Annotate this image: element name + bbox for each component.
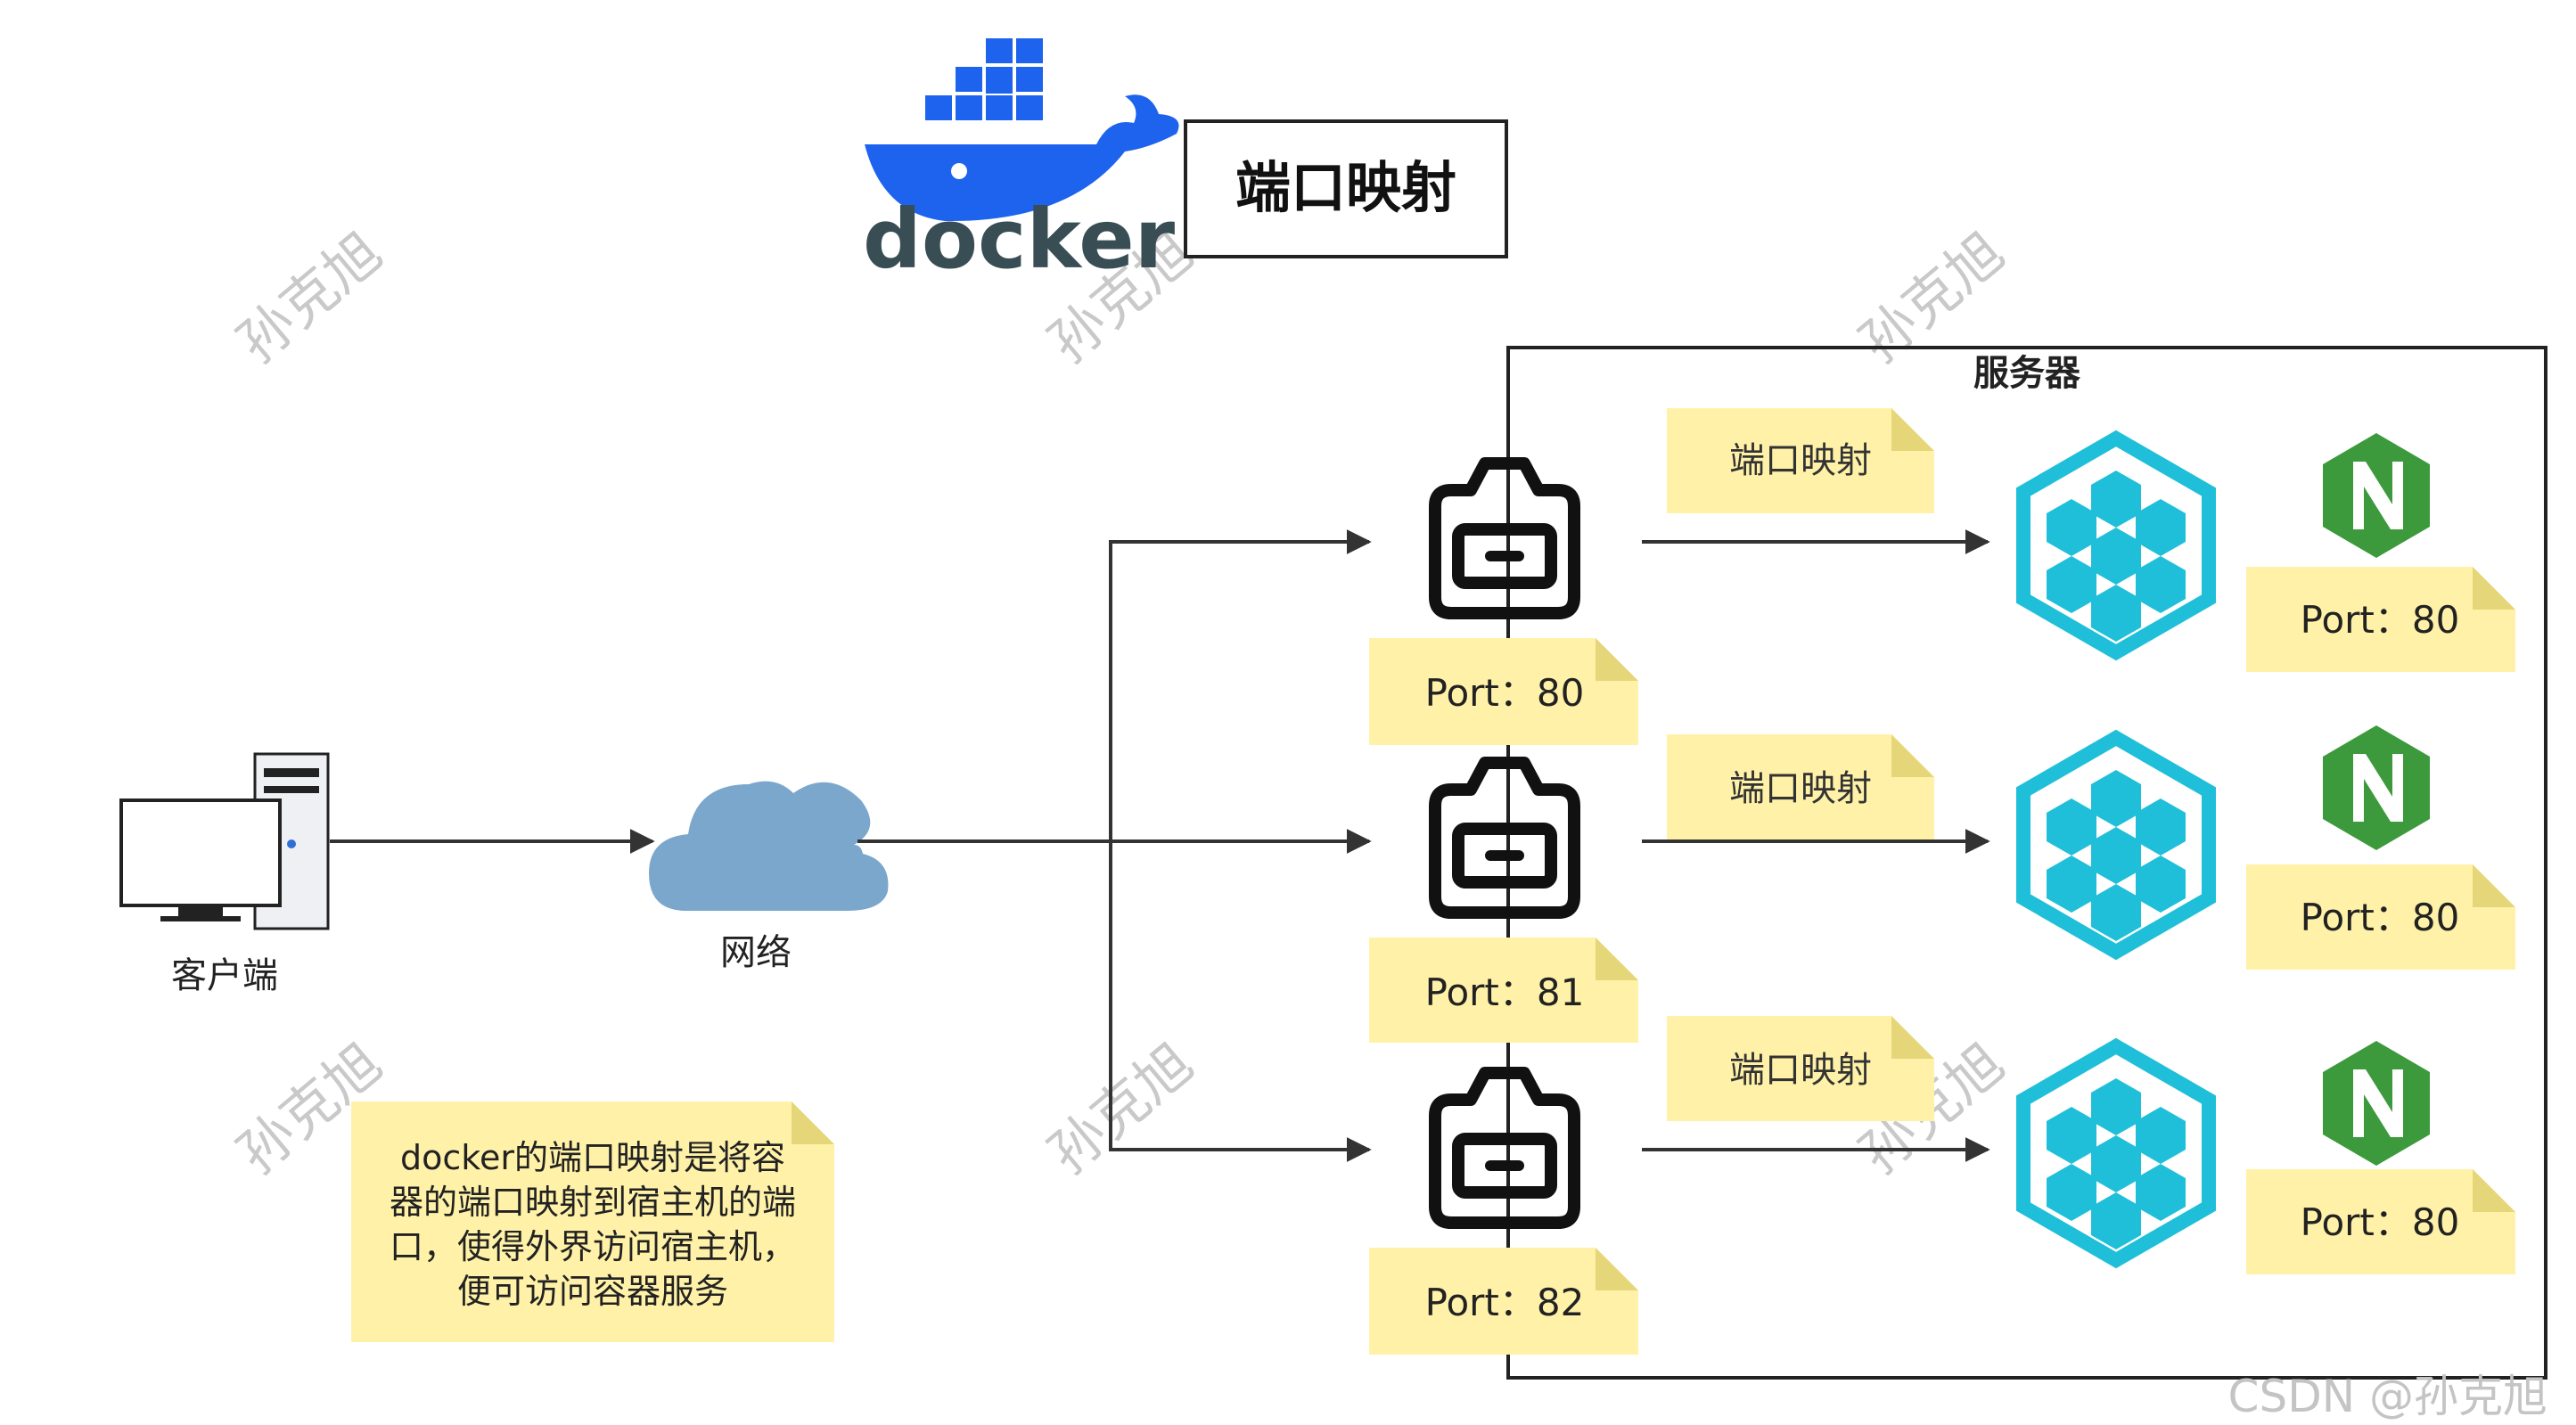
client-computer-icon bbox=[119, 752, 330, 930]
credit-text: CSDN @孙克旭 bbox=[2228, 1371, 2547, 1422]
container-port-1: Port：80 bbox=[2246, 567, 2515, 672]
host-port-icon bbox=[1435, 463, 1574, 613]
container-port-label: Port：80 bbox=[2301, 598, 2460, 642]
host-port-2: Port：81 bbox=[1369, 763, 1638, 1043]
server-box: 服务器 bbox=[1506, 346, 2547, 1380]
cloud-icon bbox=[649, 781, 889, 911]
host-port-icon bbox=[1435, 763, 1574, 913]
container-port-label: Port：80 bbox=[2301, 1200, 2460, 1244]
host-port-label: Port：80 bbox=[1425, 671, 1585, 715]
mapping-note-1: 端口映射 bbox=[1667, 408, 1934, 513]
note-line: 便可访问容器服务 bbox=[457, 1272, 728, 1311]
note-line: 器的端口映射到宿主机的端 bbox=[390, 1183, 796, 1222]
host-port-3: Port：82 bbox=[1369, 1073, 1638, 1355]
nginx-icon bbox=[2323, 433, 2430, 558]
network-to-port80-arrow bbox=[1109, 529, 1372, 841]
port-mapping-label: 端口映射 bbox=[1729, 1050, 1872, 1091]
port-mapping-label: 端口映射 bbox=[1729, 768, 1872, 809]
nginx-icon bbox=[2323, 725, 2430, 850]
watermark-text: 孙克旭 bbox=[1037, 1030, 1205, 1186]
container-port-3: Port：80 bbox=[2246, 1169, 2515, 1274]
nginx-icon bbox=[2323, 1041, 2430, 1166]
container-cube-icon bbox=[2023, 738, 2209, 952]
container-port-2: Port：80 bbox=[2246, 864, 2515, 970]
network-label: 网络 bbox=[720, 932, 792, 973]
title-box: 端口映射 bbox=[1184, 119, 1508, 258]
container-cube-icon bbox=[2023, 438, 2209, 652]
port-mapping-label: 端口映射 bbox=[1729, 440, 1872, 481]
container-cube-icon bbox=[2023, 1046, 2209, 1260]
server-label: 服务器 bbox=[1973, 353, 2081, 394]
network-to-port82-arrow bbox=[1109, 841, 1372, 1162]
note-line: docker的端口映射是将容 bbox=[400, 1138, 785, 1177]
watermark-text: 孙克旭 bbox=[226, 219, 394, 375]
docker-logo: docker bbox=[863, 38, 1179, 287]
note-line: 口，使得外界访问宿主机， bbox=[390, 1227, 796, 1266]
explanation-note: docker的端口映射是将容 器的端口映射到宿主机的端 口，使得外界访问宿主机，… bbox=[351, 1102, 834, 1342]
container-port-label: Port：80 bbox=[2301, 896, 2460, 939]
client-label: 客户端 bbox=[171, 955, 278, 996]
host-port-label: Port：82 bbox=[1425, 1281, 1585, 1324]
connectors bbox=[330, 529, 1990, 1162]
mapping-note-2: 端口映射 bbox=[1667, 734, 1934, 839]
host-port-1: Port：80 bbox=[1369, 463, 1638, 745]
mapping-note-3: 端口映射 bbox=[1667, 1016, 1934, 1121]
sticky-note bbox=[1369, 638, 1638, 745]
docker-wordmark: docker bbox=[863, 192, 1176, 287]
host-port-label: Port：81 bbox=[1425, 970, 1585, 1014]
page-title: 端口映射 bbox=[1235, 155, 1456, 220]
host-port-icon bbox=[1435, 1073, 1574, 1223]
